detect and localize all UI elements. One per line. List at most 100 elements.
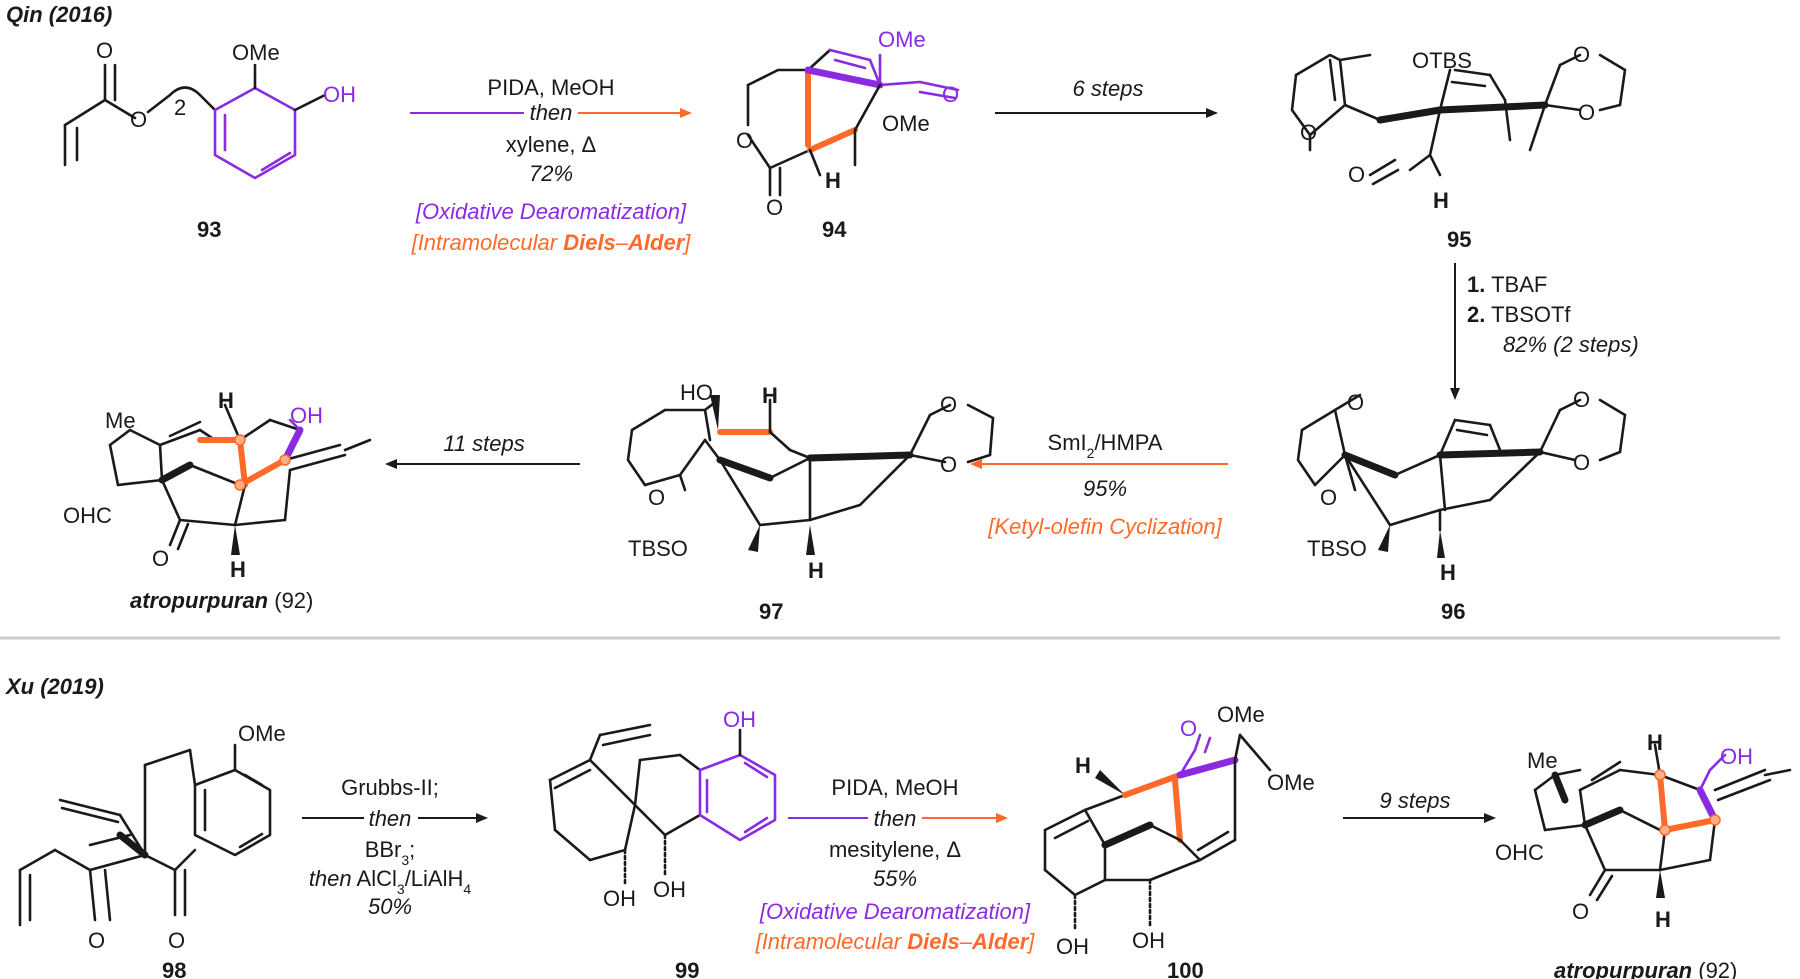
atom-OHC-92-xu: OHC (1495, 840, 1544, 865)
atom-OMe-98: OMe (238, 721, 286, 746)
compound-96-structure (1296, 393, 1627, 558)
compound-100-structure (1043, 733, 1272, 932)
section-title-qin: Qin (2016) (6, 2, 112, 27)
atom-OMe-94b: OMe (882, 111, 930, 136)
step2-label: 6 steps (1073, 76, 1144, 101)
compound-label-99: 99 (675, 958, 699, 979)
step3-reagent1: 1. TBAF (1467, 272, 1547, 297)
xu-step1-reagent-line3: BBr3; (365, 837, 416, 868)
atom-H-97-bottom: H (808, 558, 824, 583)
compound-label-94: 94 (822, 217, 847, 242)
atom-O-95-ketone: O (1300, 120, 1317, 145)
atom-OH-99a: OH (603, 886, 636, 911)
xu-step2-then: then (874, 806, 917, 831)
atom-O-100-ketone: O (1180, 716, 1197, 741)
atom-O-96a: O (1347, 390, 1364, 415)
atom-H-92-qin-bottom: H (230, 557, 246, 582)
atom-OH-92-qin: OH (290, 403, 323, 428)
step4-reagent: SmI2/HMPA (1048, 430, 1163, 461)
xu-step2-reagent-line3: mesitylene, Δ (829, 837, 961, 862)
step4-tag-ketyl: [Ketyl-olefin Cyclization] (987, 514, 1222, 539)
atom-TBSO-96: TBSO (1307, 536, 1367, 561)
compound-97-structure (626, 395, 995, 555)
atom-HO-97: HO (680, 380, 713, 405)
compound-99-structure (548, 723, 777, 887)
compound-label-100: 100 (1167, 958, 1204, 979)
compound-95-structure (1290, 53, 1627, 186)
atom-OTBS-95: OTBS (1412, 48, 1472, 73)
atom-OMe-94a: OMe (878, 27, 926, 52)
atom-O-94-ring: O (736, 128, 753, 153)
atom-O-96d: O (1573, 450, 1590, 475)
compound-label-95: 95 (1447, 227, 1471, 252)
atom-OMe-93: OMe (232, 40, 280, 65)
atom-OH-100a: OH (1056, 934, 1089, 959)
atom-Me-92-qin: Me (105, 408, 136, 433)
step3-yield: 82% (2 steps) (1503, 332, 1639, 357)
atom-O-95a: O (1573, 42, 1590, 67)
atom-H-95: H (1433, 188, 1449, 213)
atom-H-94: H (825, 168, 841, 193)
atom-H-100: H (1075, 753, 1091, 778)
xu-step2-yield: 55% (873, 866, 917, 891)
subscript-2: 2 (174, 95, 186, 120)
atom-O-95-aldehyde: O (1348, 162, 1365, 187)
atom-OH-99b: OH (653, 877, 686, 902)
step5-label: 11 steps (443, 431, 525, 456)
step4-yield: 95% (1083, 476, 1127, 501)
atom-O-95b: O (1578, 100, 1595, 125)
xu-step2-tag-dearomatization: [Oxidative Dearomatization] (759, 899, 1031, 924)
atom-OMe-100a: OMe (1217, 702, 1265, 727)
atom-O-96c: O (1573, 387, 1590, 412)
compound-label-96: 96 (1441, 599, 1465, 624)
compound-93-structure (63, 63, 327, 180)
step3-reagent2: 2. TBSOTf (1467, 302, 1571, 327)
atom-OHC-92-qin: OHC (63, 503, 112, 528)
xu-step2-tag-diels-alder: [Intramolecular Diels–Alder] (755, 929, 1036, 954)
section-title-xu: Xu (2019) (4, 674, 104, 699)
atom-O-98b: O (168, 928, 185, 953)
atom-O-93b: O (130, 107, 147, 132)
atom-Me-92-xu: Me (1527, 748, 1558, 773)
atom-O-92-qin: O (152, 546, 169, 571)
compound-92-structure-xu (1533, 743, 1792, 902)
atom-O-93a: O (96, 38, 113, 63)
atom-OH-99-phenol: OH (723, 707, 756, 732)
atom-H-92-xu-top: H (1647, 730, 1663, 755)
atom-O-92-xu: O (1572, 899, 1589, 924)
compound-92-structure-qin (108, 403, 372, 555)
xu-step2-reagent-line1: PIDA, MeOH (831, 775, 958, 800)
atom-O-97-ketone: O (648, 485, 665, 510)
compound-label-92-xu: atropurpuran (92) (1554, 958, 1737, 979)
atom-H-92-qin-top: H (218, 388, 234, 413)
step1-tag-diels-alder: [Intramolecular Diels–Alder] (411, 230, 692, 255)
xu-step1-yield: 50% (368, 894, 412, 919)
compound-label-92-qin: atropurpuran (92) (130, 588, 313, 613)
xu-step1-reagent-line1: Grubbs-II; (341, 775, 439, 800)
atom-H-92-xu-bottom: H (1655, 907, 1671, 932)
compound-label-98: 98 (162, 958, 186, 979)
xu-step3-label: 9 steps (1380, 788, 1451, 813)
xu-step1-reagent-line4: then AlCl3/LiAlH4 (309, 866, 472, 897)
xu-step1-then: then (369, 806, 412, 831)
atom-O-97a: O (940, 392, 957, 417)
atom-TBSO-97: TBSO (628, 536, 688, 561)
step1-yield: 72% (529, 161, 573, 186)
atom-O-94-carbonyl: O (766, 195, 783, 220)
atom-H-97-top: H (762, 383, 778, 408)
compound-94-structure (746, 48, 960, 197)
atom-O-94-ketone: O (942, 82, 959, 107)
compound-label-97: 97 (759, 599, 783, 624)
atom-O-96b: O (1320, 485, 1337, 510)
atom-OH-93: OH (323, 82, 356, 107)
compound-98-structure (18, 743, 272, 927)
step1-reagent-then: then (530, 100, 573, 125)
atom-O-98a: O (88, 928, 105, 953)
atom-H-96: H (1440, 560, 1456, 585)
step1-reagent-line3: xylene, Δ (506, 132, 597, 157)
atom-OH-100b: OH (1132, 928, 1165, 953)
step1-tag-dearomatization: [Oxidative Dearomatization] (415, 199, 687, 224)
atom-O-97b: O (940, 452, 957, 477)
atom-OH-92-xu: OH (1720, 744, 1753, 769)
